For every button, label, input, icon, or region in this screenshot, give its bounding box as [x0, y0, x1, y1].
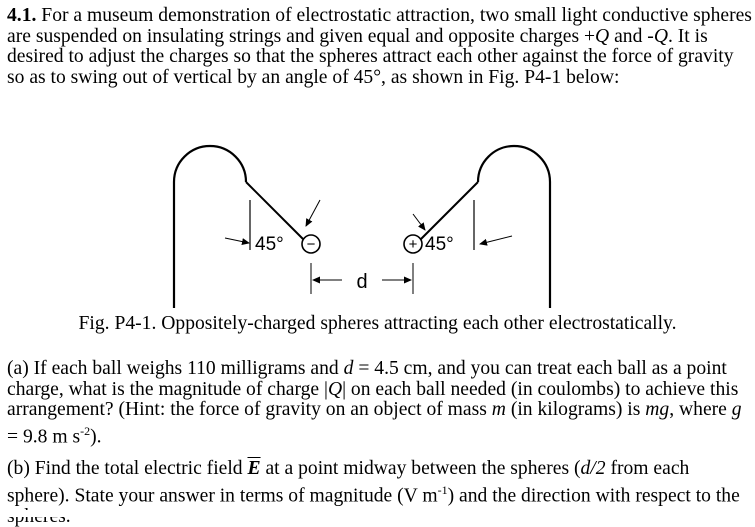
- part-b-text-3: from each sphere). State your answer in …: [7, 458, 690, 507]
- left-charge-sign: −: [307, 236, 316, 253]
- right-string-pointer-arrow: [412, 213, 426, 231]
- right-string: [417, 181, 479, 243]
- var-m: m: [491, 399, 506, 421]
- exponent: -1: [437, 482, 448, 497]
- intro-text-2: and -: [609, 25, 654, 47]
- var-q: Q: [327, 378, 343, 400]
- exponent: -2: [80, 423, 91, 438]
- right-angle-label: 45°: [425, 234, 454, 255]
- figure-p4-1: − + 45° 45° d: [172, 144, 552, 308]
- var-e-vector: E: [247, 458, 261, 479]
- var-g: g: [731, 399, 742, 421]
- part-a-text-4: (in kilograms) is: [505, 399, 646, 421]
- left-angle-label: 45°: [255, 234, 284, 255]
- problem-number: 4.1.: [7, 5, 37, 26]
- left-support-hook: [172, 144, 248, 308]
- part-b-question: (b) Find the total electric field E at a…: [7, 458, 752, 527]
- var-d: d: [343, 358, 354, 379]
- distance-label: d: [356, 271, 367, 293]
- problem-intro: 4.1. For a museum demonstration of elect…: [7, 5, 752, 88]
- charge-var-2: Q: [653, 25, 668, 47]
- part-b-text-1: (b) Find the total electric field: [7, 458, 248, 479]
- right-sphere-positive: [403, 234, 423, 254]
- var-d-half: d/2: [580, 458, 606, 479]
- part-a-text-1: (a) If each ball weighs 110 milligrams a…: [7, 358, 344, 379]
- part-b-text-2: at a point midway between the spheres (: [260, 458, 581, 479]
- right-charge-sign: +: [409, 236, 418, 253]
- part-a-text-3: | on each ball needed (in coulombs) to a…: [7, 378, 739, 421]
- part-a-text-6: = 9.8 m s: [7, 426, 81, 448]
- part-a-text-7: ).: [90, 426, 102, 448]
- part-a-question: (a) If each ball weighs 110 milligrams a…: [7, 358, 752, 448]
- left-string: [245, 181, 307, 243]
- figure-caption: Fig. P4-1. Oppositely-charged spheres at…: [78, 313, 677, 334]
- right-support-hook: [476, 144, 552, 308]
- part-a-text-2: = 4.5 cm, and you can treat each ball as…: [7, 358, 727, 400]
- page-cutoff: [0, 510, 755, 517]
- left-angle-pointer-arrow: [224, 237, 250, 245]
- intro-text-1: For a museum demonstration of electrosta…: [7, 5, 752, 47]
- left-string-pointer-arrow: [305, 199, 321, 227]
- part-a-text-5: , where: [669, 399, 732, 421]
- charge-var-1: Q: [595, 25, 610, 47]
- left-sphere-negative: [301, 234, 321, 254]
- var-mg: mg: [645, 399, 670, 421]
- right-angle-pointer-arrow: [479, 235, 513, 246]
- intro-text-3: . It is desired to adjust the charges so…: [7, 25, 734, 88]
